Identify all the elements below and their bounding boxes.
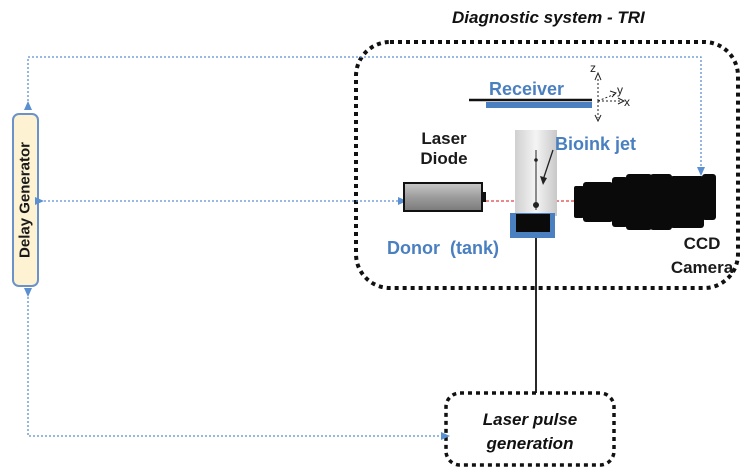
- laser-pulse-label: Laser pulse generation: [448, 408, 612, 456]
- axis-glyph: [597, 77, 622, 118]
- bioink-arrow: [542, 149, 554, 181]
- pulse-connector: [24, 288, 450, 440]
- ccd-camera-label: CCD Camera: [662, 232, 742, 280]
- top-connector: [24, 56, 705, 176]
- axis-x-label: x: [624, 95, 630, 109]
- delay-generator-text: Delay Generator: [16, 142, 34, 258]
- axis-down-head: [594, 114, 602, 123]
- axis-z-label: z: [590, 61, 596, 75]
- bioink-arrowhead: [540, 176, 547, 185]
- diagnostic-system-frame: [354, 40, 740, 290]
- ccd-camera-label-line-2: Camera: [670, 258, 734, 277]
- laser-pulse-label-line-2: generation: [486, 434, 574, 453]
- laser-diode-label: Laser Diode: [417, 129, 471, 168]
- receiver-label: Receiver: [489, 79, 565, 99]
- axis-z-head: [594, 71, 602, 81]
- bioink-jet-image: [515, 130, 557, 216]
- ccd-camera-body: [574, 174, 716, 230]
- laser-diode-label-line-2: Diode: [420, 148, 468, 168]
- connector-lines: [24, 56, 705, 440]
- receiver-plate: [469, 98, 592, 108]
- delay-generator-label: Delay Generator: [14, 114, 36, 286]
- bioink-jet-label: Bioink jet: [555, 134, 637, 154]
- laser-pulse-label-line-1: Laser pulse: [482, 410, 578, 429]
- axis-x-head: [617, 97, 626, 105]
- donor-tank-label: Donor (tank): [387, 238, 499, 258]
- diagnostic-system-title: Diagnostic system - TRI: [452, 8, 645, 27]
- axis-y-head: [609, 90, 617, 98]
- axis-y-label: y: [617, 83, 623, 97]
- ccd-camera-label-line-1: CCD: [683, 234, 721, 253]
- laser-diode-body: [403, 182, 486, 212]
- laser-diode-label-line-1: Laser: [421, 129, 467, 148]
- donor-tank: [510, 213, 555, 238]
